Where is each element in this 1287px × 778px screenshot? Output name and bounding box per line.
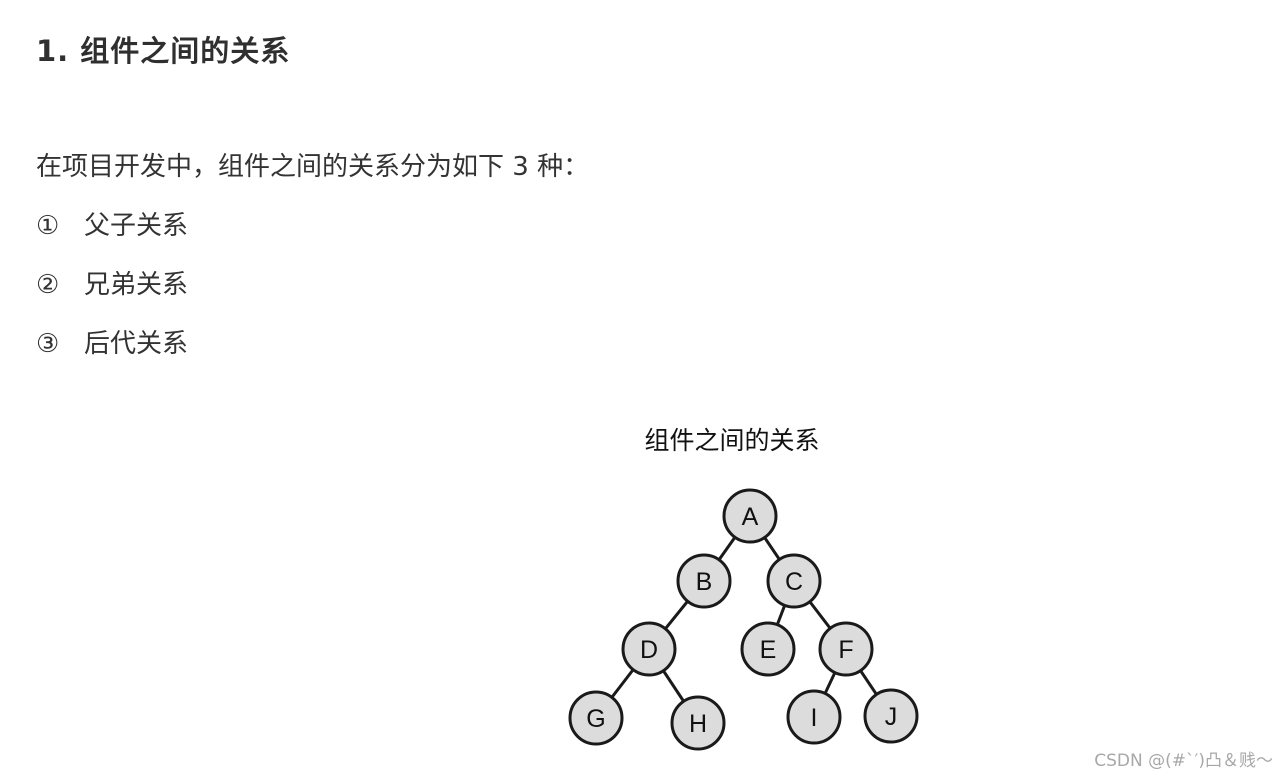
section-heading: 1. 组件之间的关系 bbox=[36, 34, 291, 68]
tree-node-circle bbox=[818, 621, 874, 677]
list-marker: ① bbox=[36, 211, 60, 241]
list-item-label: 父子关系 bbox=[84, 211, 189, 241]
list-item-label: 后代关系 bbox=[84, 329, 189, 359]
figure-title: 组件之间的关系 bbox=[644, 426, 820, 455]
list-item-label: 兄弟关系 bbox=[84, 270, 189, 300]
tree-node-b: B bbox=[676, 553, 732, 609]
tree-node-label: G bbox=[586, 705, 605, 733]
tree-node-circle bbox=[740, 621, 796, 677]
tree-node-label: J bbox=[885, 703, 898, 731]
tree-node-i: I bbox=[786, 689, 842, 745]
tree-node-label: C bbox=[785, 568, 803, 596]
tree-node-circle bbox=[722, 488, 778, 544]
list-item: ① 父子关系 bbox=[36, 205, 188, 264]
component-relations-figure: 组件之间的关系 A B C D E F G H I J bbox=[560, 415, 930, 760]
relation-list: ① 父子关系 ② 兄弟关系 ③ 后代关系 bbox=[36, 205, 188, 382]
tree-node-circle bbox=[786, 689, 842, 745]
tree-node-circle bbox=[670, 695, 726, 751]
tree-node-j: J bbox=[863, 688, 919, 744]
tree-node-f: F bbox=[818, 621, 874, 677]
tree-node-circle bbox=[621, 621, 677, 677]
intro-text: 在项目开发中，组件之间的关系分为如下 3 种： bbox=[36, 152, 590, 182]
tree-node-circle bbox=[766, 553, 822, 609]
tree-node-label: B bbox=[696, 568, 713, 596]
tree-node-h: H bbox=[670, 695, 726, 751]
list-marker: ③ bbox=[36, 329, 60, 359]
tree-node-label: I bbox=[811, 704, 818, 732]
tree-node-e: E bbox=[740, 621, 796, 677]
list-item: ② 兄弟关系 bbox=[36, 264, 188, 323]
tree-node-d: D bbox=[621, 621, 677, 677]
tree-node-a: A bbox=[722, 488, 778, 544]
tree-node-g: G bbox=[568, 690, 624, 746]
tree-node-label: F bbox=[838, 636, 853, 664]
tree-node-c: C bbox=[766, 553, 822, 609]
tree-node-circle bbox=[863, 688, 919, 744]
tree-node-circle bbox=[676, 553, 732, 609]
tree-node-label: H bbox=[689, 710, 707, 738]
watermark: CSDN @(#`′)凸＆贱～ bbox=[1094, 751, 1273, 771]
component-tree-diagram: A B C D E F G H I J bbox=[568, 488, 919, 751]
tree-node-circle bbox=[568, 690, 624, 746]
tree-node-label: D bbox=[640, 636, 658, 664]
list-marker: ② bbox=[36, 270, 60, 300]
tree-node-label: E bbox=[760, 636, 777, 664]
tree-node-label: A bbox=[742, 503, 759, 531]
list-item: ③ 后代关系 bbox=[36, 323, 188, 382]
